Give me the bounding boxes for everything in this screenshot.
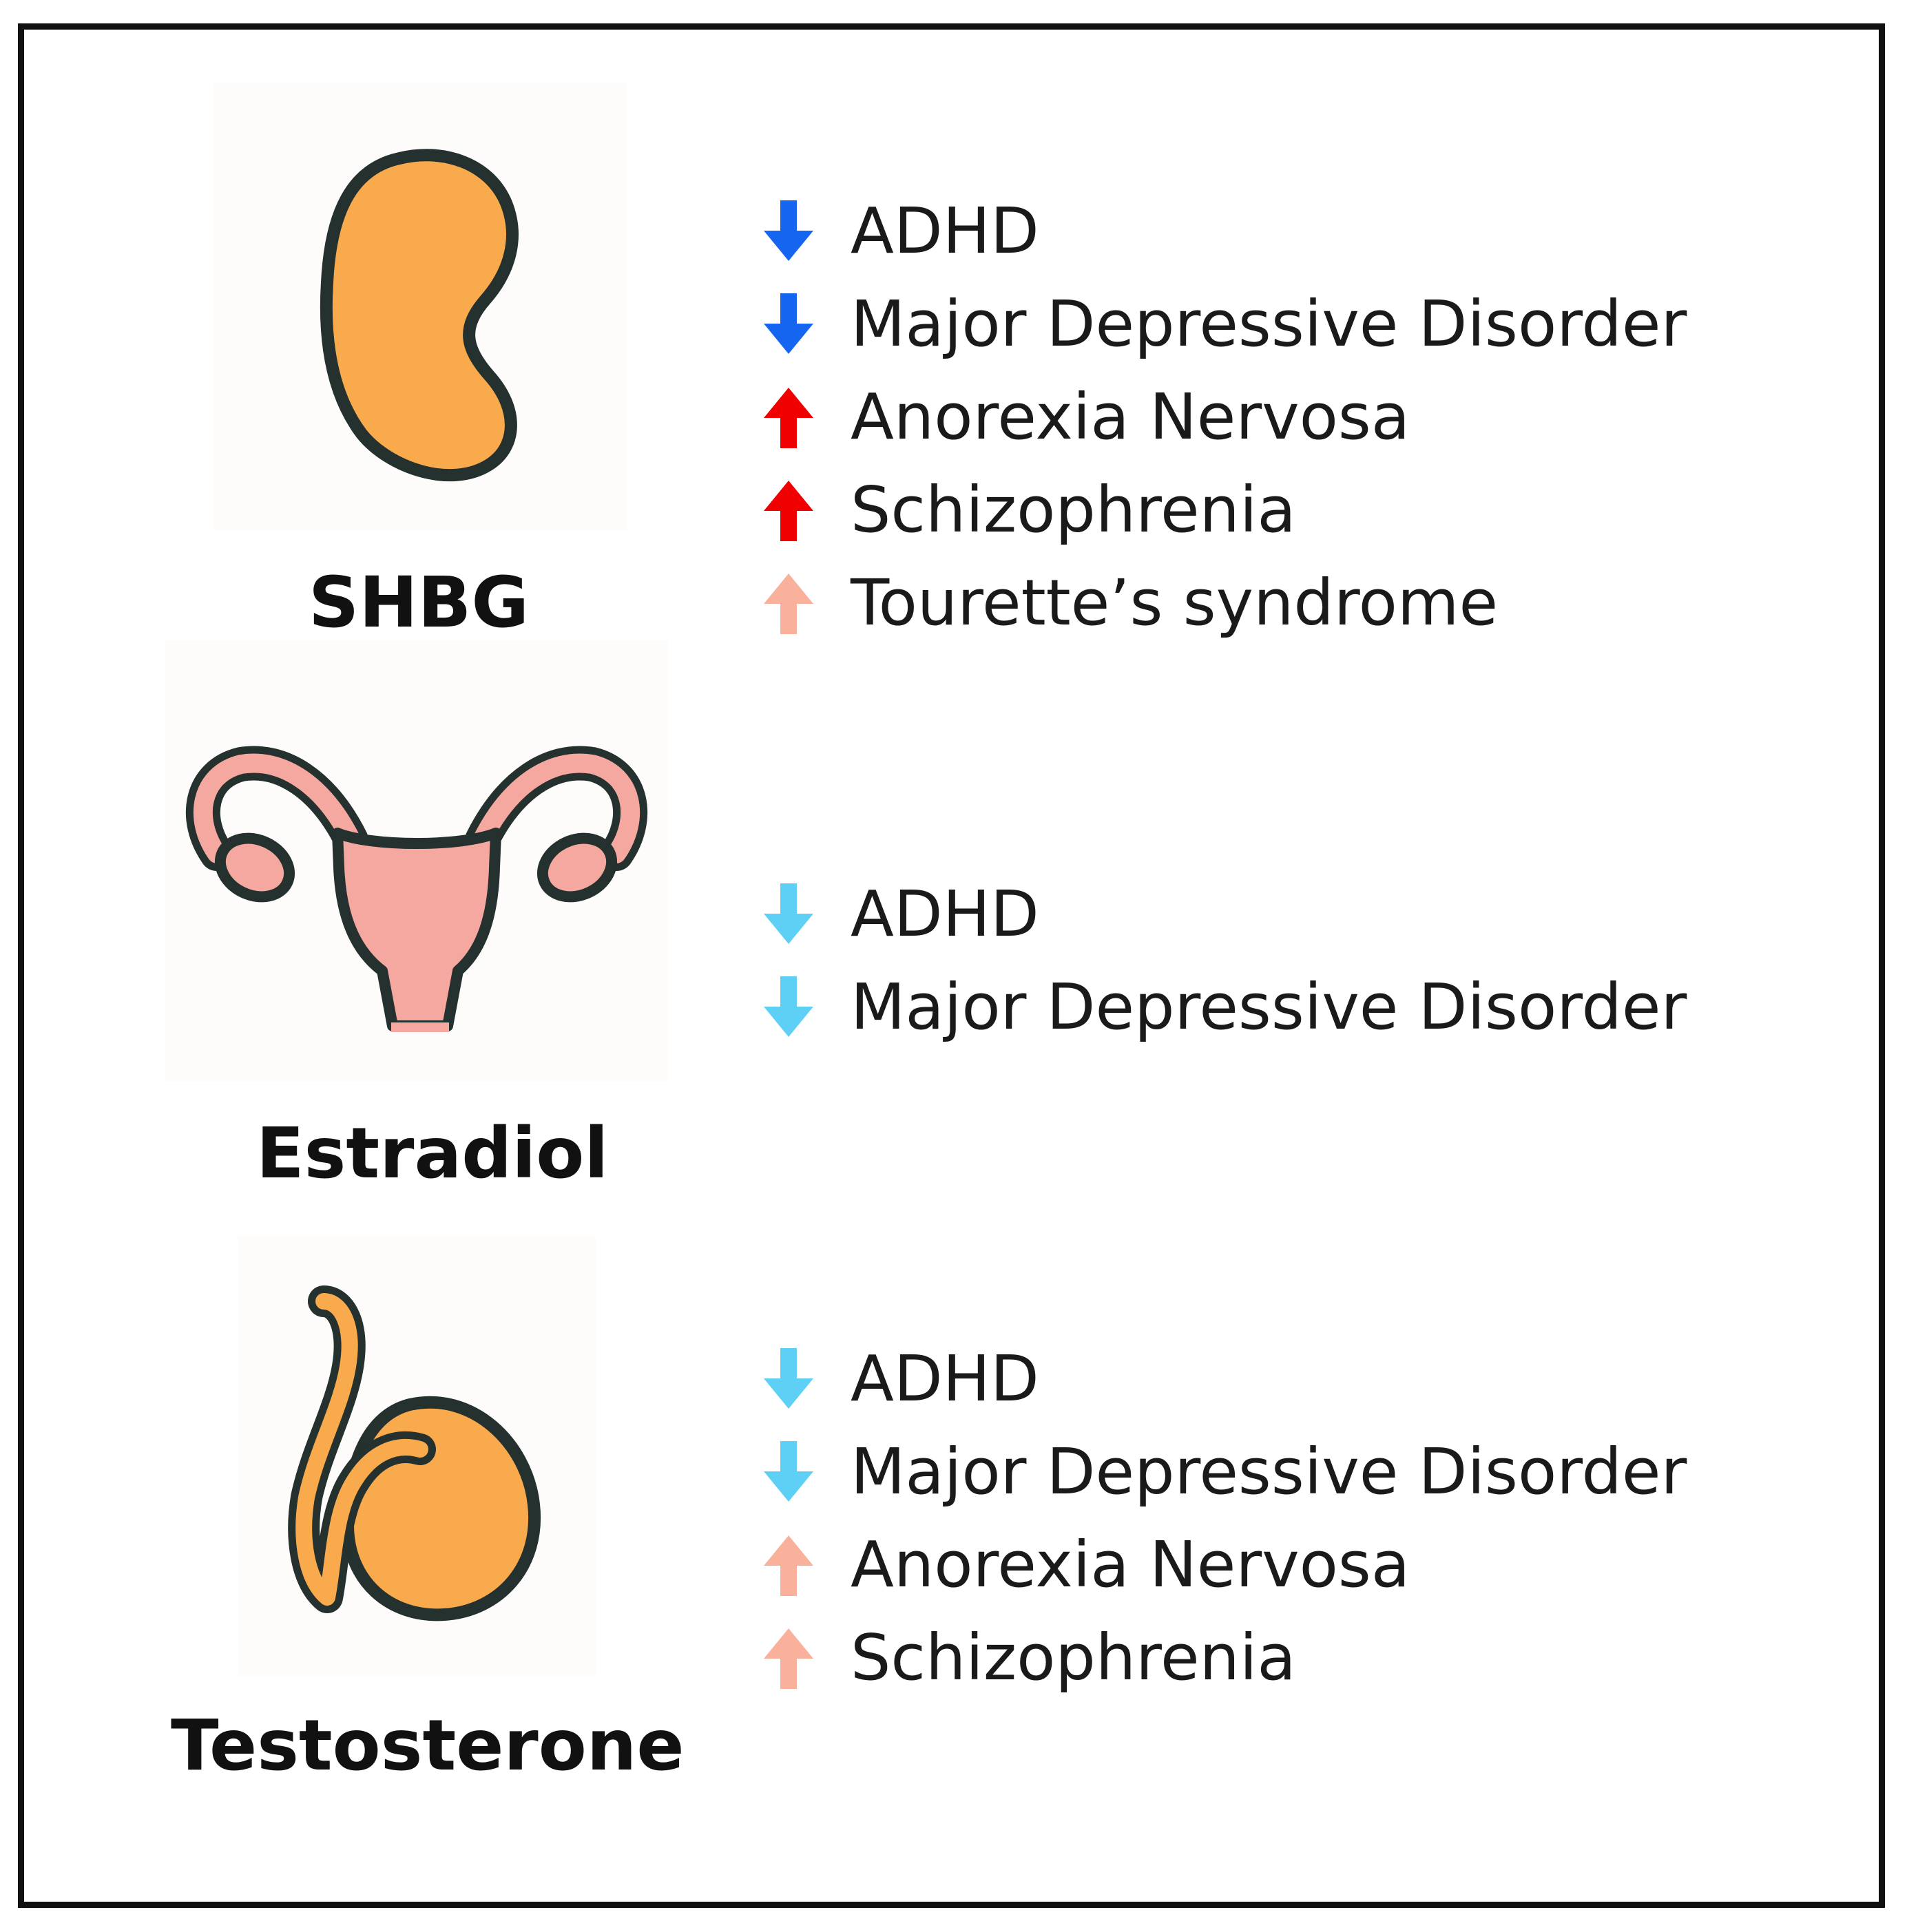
association-label: ADHD <box>851 1341 1039 1416</box>
up-arrow-icon <box>764 387 813 448</box>
up-arrow-icon <box>764 573 813 634</box>
association-label: Schizophrenia <box>851 472 1296 547</box>
association-list-testosterone: ADHD Major Depressive Disorder Anorexia … <box>761 1332 1687 1704</box>
association-item: ADHD <box>761 868 1687 960</box>
association-label: Schizophrenia <box>851 1620 1296 1694</box>
association-item: Major Depressive Disorder <box>761 1425 1687 1518</box>
hormone-label-testosterone: Testosterone <box>171 1705 685 1787</box>
hormone-label-estradiol: Estradiol <box>256 1113 609 1195</box>
association-list-estradiol: ADHD Major Depressive Disorder <box>761 868 1687 1053</box>
association-item: Schizophrenia <box>761 463 1687 556</box>
association-item: Anorexia Nervosa <box>761 1518 1687 1611</box>
association-label: ADHD <box>851 876 1039 951</box>
association-label: Anorexia Nervosa <box>851 379 1410 454</box>
hormone-label-shbg: SHBG <box>308 562 530 644</box>
down-arrow-icon <box>764 883 813 944</box>
down-arrow-icon <box>764 200 813 261</box>
association-label: Major Depressive Disorder <box>851 969 1687 1044</box>
uterus-icon <box>165 640 668 1081</box>
association-label: ADHD <box>851 193 1039 268</box>
testis-icon <box>238 1236 596 1677</box>
down-arrow-icon <box>764 1347 813 1409</box>
association-label: Major Depressive Disorder <box>851 1434 1687 1509</box>
association-label: Major Depressive Disorder <box>851 286 1687 361</box>
association-list-shbg: ADHD Major Depressive Disorder Anorexia … <box>761 185 1687 649</box>
association-item: Major Depressive Disorder <box>761 960 1687 1053</box>
association-item: ADHD <box>761 185 1687 277</box>
down-arrow-icon <box>764 1440 813 1502</box>
association-item: Tourette’s syndrome <box>761 556 1687 649</box>
kidney-icon <box>213 83 627 530</box>
up-arrow-icon <box>764 1628 813 1689</box>
association-label: Anorexia Nervosa <box>851 1527 1410 1602</box>
up-arrow-icon <box>764 1535 813 1596</box>
association-item: Schizophrenia <box>761 1611 1687 1704</box>
association-item: Anorexia Nervosa <box>761 370 1687 463</box>
up-arrow-icon <box>764 480 813 541</box>
association-label: Tourette’s syndrome <box>851 565 1499 640</box>
down-arrow-icon <box>764 293 813 354</box>
down-arrow-icon <box>764 976 813 1037</box>
association-item: Major Depressive Disorder <box>761 277 1687 370</box>
association-item: ADHD <box>761 1332 1687 1425</box>
